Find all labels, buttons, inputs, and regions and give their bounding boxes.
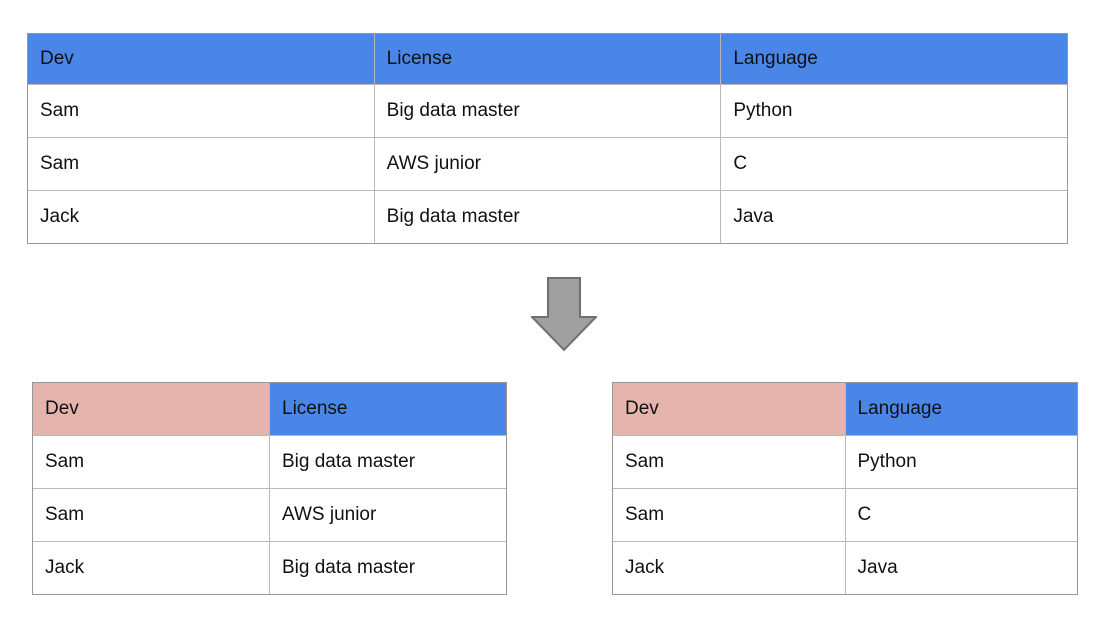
license-table-header-row: Dev License (32, 382, 507, 436)
cell-license: Big data master (269, 435, 507, 489)
cell-license: AWS junior (269, 488, 507, 542)
table-row: Jack Big data master Java (27, 190, 1068, 244)
table-row: Sam C (612, 488, 1078, 542)
cell-dev: Jack (612, 541, 846, 595)
cell-dev: Jack (27, 190, 375, 244)
cell-dev: Jack (32, 541, 270, 595)
cell-license: Big data master (269, 541, 507, 595)
cell-dev: Sam (612, 488, 846, 542)
cell-dev: Sam (612, 435, 846, 489)
table-row: Sam AWS junior C (27, 137, 1068, 191)
cell-dev: Sam (32, 435, 270, 489)
table-row: Sam Big data master Python (27, 84, 1068, 138)
dev-license-table: Dev License Sam Big data master Sam AWS … (32, 382, 507, 595)
cell-language: Python (844, 435, 1078, 489)
cell-dev: Sam (27, 137, 375, 191)
table-row: Jack Java (612, 541, 1078, 595)
table-row: Sam Big data master (32, 435, 507, 489)
cell-license: Big data master (373, 190, 722, 244)
source-header-language: Language (720, 33, 1068, 85)
source-table: Dev License Language Sam Big data master… (27, 33, 1068, 244)
language-table-header-row: Dev Language (612, 382, 1078, 436)
table-row: Jack Big data master (32, 541, 507, 595)
table-row: Sam AWS junior (32, 488, 507, 542)
cell-license: AWS junior (373, 137, 722, 191)
language-table-header-dev: Dev (612, 382, 846, 436)
down-arrow-icon (529, 277, 599, 352)
cell-language: Python (720, 84, 1068, 138)
cell-dev: Sam (32, 488, 270, 542)
source-header-license: License (373, 33, 722, 85)
cell-license: Big data master (373, 84, 722, 138)
dev-language-table: Dev Language Sam Python Sam C Jack Java (612, 382, 1078, 595)
table-row: Sam Python (612, 435, 1078, 489)
license-table-header-license: License (269, 382, 507, 436)
cell-language: C (844, 488, 1078, 542)
license-table-header-dev: Dev (32, 382, 270, 436)
cell-language: Java (720, 190, 1068, 244)
cell-language: Java (844, 541, 1078, 595)
source-table-header-row: Dev License Language (27, 33, 1068, 85)
source-header-dev: Dev (27, 33, 375, 85)
cell-language: C (720, 137, 1068, 191)
language-table-header-language: Language (844, 382, 1078, 436)
cell-dev: Sam (27, 84, 375, 138)
